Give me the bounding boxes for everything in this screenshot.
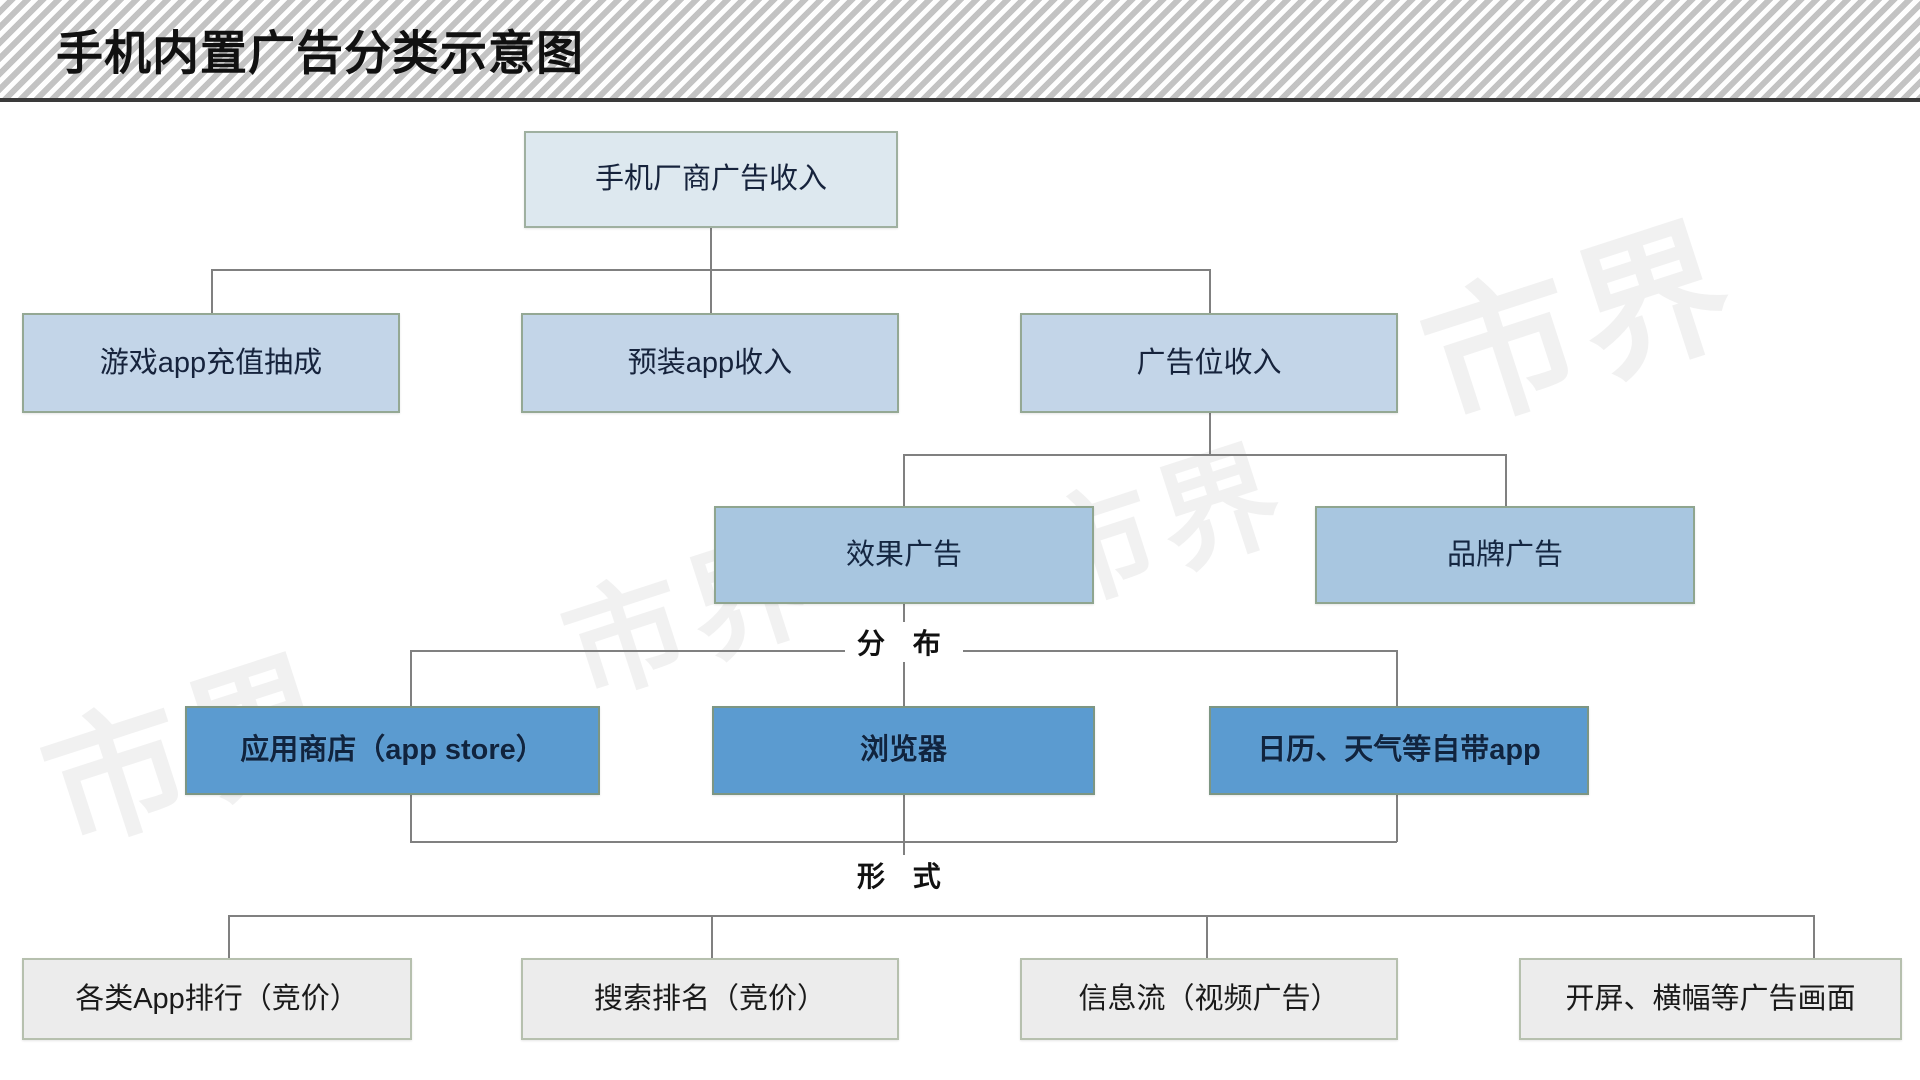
page-title: 手机内置广告分类示意图 (56, 26, 584, 80)
node-level2-game-app-recharge-commission[interactable]: 游戏app充值抽成 (22, 313, 400, 413)
connector-level2-drop (1209, 269, 1211, 313)
node-level4-app-store[interactable]: 应用商店（app store） (185, 706, 600, 795)
node-level4-browser[interactable]: 浏览器 (712, 706, 1095, 795)
header-band: 手机内置广告分类示意图 (0, 0, 1920, 102)
node-level3-performance-ads[interactable]: 效果广告 (714, 506, 1094, 604)
connector-form-bus (410, 841, 1397, 843)
node-level5-app-ranking-bidding[interactable]: 各类App排行（竞价） (22, 958, 412, 1040)
connector-level2-drop (211, 269, 213, 313)
connector-level3-drop (1505, 454, 1507, 506)
node-level2-ad-slot-revenue[interactable]: 广告位收入 (1020, 313, 1398, 413)
connector-level4-up (1396, 795, 1398, 842)
connector-ads-stem (1209, 413, 1211, 455)
node-level4-builtin-apps[interactable]: 日历、天气等自带app (1209, 706, 1589, 795)
connector-level4-drop (1396, 650, 1398, 706)
connector-level3-drop (903, 454, 905, 506)
connector-level2-drop (710, 269, 712, 313)
node-level5-feed-video-ads[interactable]: 信息流（视频广告） (1020, 958, 1398, 1040)
connector-level5-bus (228, 915, 1813, 917)
node-level5-splash-banner-ad-creative[interactable]: 开屏、横幅等广告画面 (1519, 958, 1902, 1040)
connector-level4-up (410, 795, 412, 842)
connector-level4-drop (410, 650, 412, 706)
stage-label-form: 形 式 (845, 855, 963, 895)
node-level1-phone-vendor-ad-revenue[interactable]: 手机厂商广告收入 (524, 131, 898, 228)
node-level5-search-ranking-bidding[interactable]: 搜索排名（竞价） (521, 958, 899, 1040)
connector-level5-drop (228, 915, 230, 958)
connector-root-stem (710, 228, 712, 270)
connector-level5-drop (711, 915, 713, 958)
connector-level5-drop (1813, 915, 1815, 958)
stage-label-distribution: 分 布 (845, 622, 963, 662)
watermark: 市界 (1405, 196, 1759, 455)
connector-level5-drop (1206, 915, 1208, 958)
connector-level2-bus (211, 269, 1210, 271)
connector-level3-bus (903, 454, 1506, 456)
node-level3-brand-ads[interactable]: 品牌广告 (1315, 506, 1695, 604)
node-level2-preinstalled-app-revenue[interactable]: 预装app收入 (521, 313, 899, 413)
